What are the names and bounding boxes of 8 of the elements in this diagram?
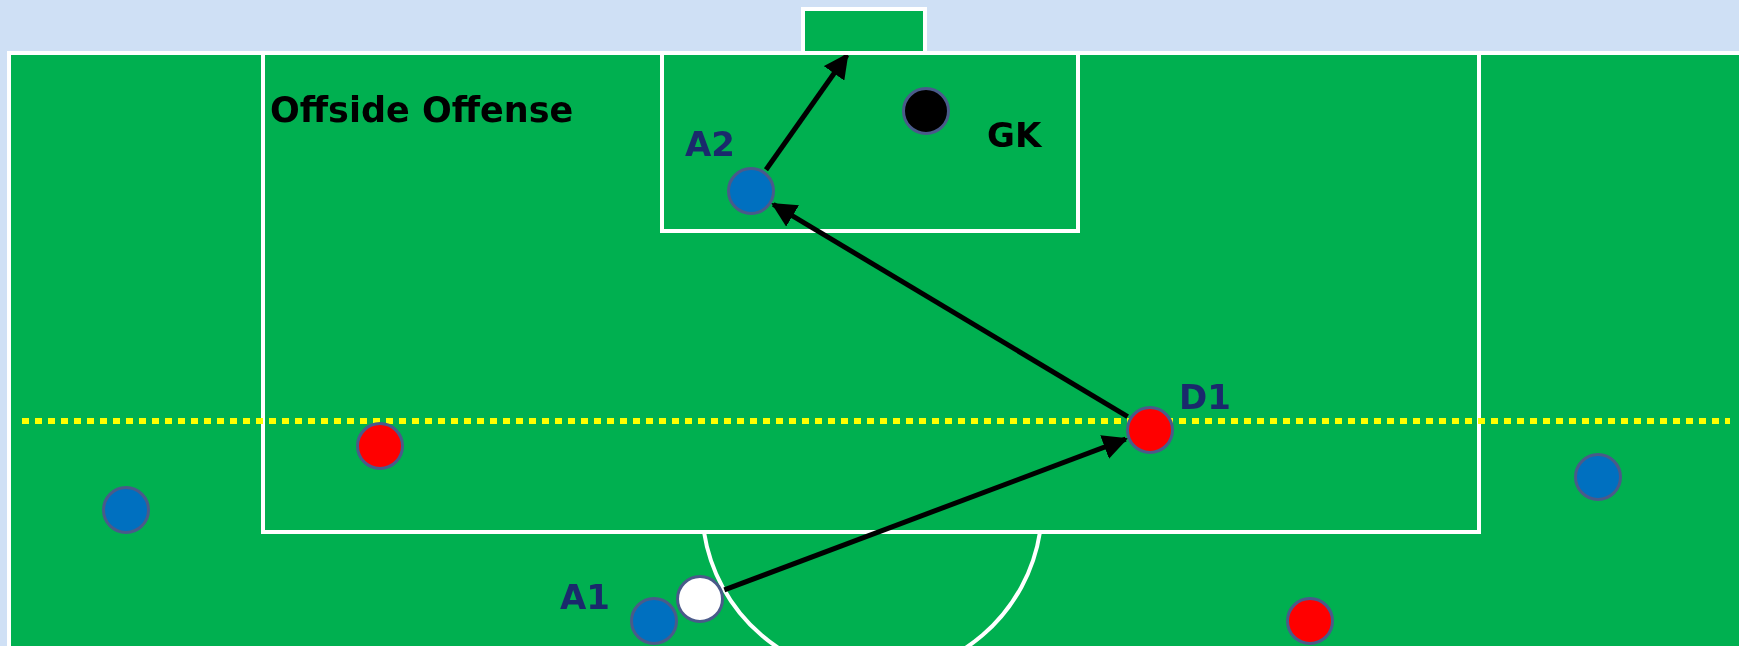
player-label: D1 — [1179, 380, 1231, 414]
diagram-title: Offside Offense — [270, 93, 574, 128]
player-label: GK — [987, 118, 1042, 152]
player-label: A1 — [560, 580, 610, 614]
arrow — [723, 435, 1128, 593]
player-label: A2 — [685, 127, 735, 161]
arrow — [771, 202, 1129, 419]
goal — [801, 7, 927, 55]
